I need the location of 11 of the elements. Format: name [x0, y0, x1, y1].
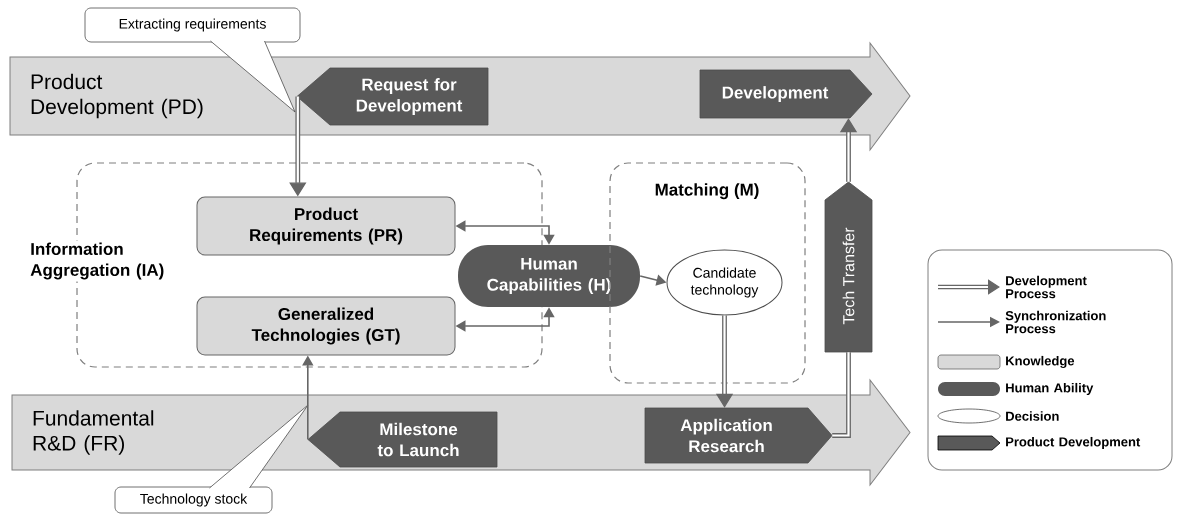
legend-label: Product Development — [1006, 436, 1141, 450]
legend-label: Human Ability — [1006, 382, 1094, 396]
legend-label: Development Process — [1006, 275, 1087, 299]
legend-label: Decision — [1006, 411, 1059, 421]
callout-bubble: Technology stock — [114, 486, 273, 514]
legend-label: Synchronization Process — [1005, 310, 1106, 334]
callout-bubble: Extracting requirements — [84, 7, 301, 43]
legend-label: Knowledge — [1006, 355, 1075, 369]
knowledge-box: Generalized Technologies (GT) — [196, 296, 456, 356]
ability-pill: Human Capabilities (H) — [458, 245, 640, 307]
knowledge-box: Product Requirements (PR) — [196, 196, 456, 256]
